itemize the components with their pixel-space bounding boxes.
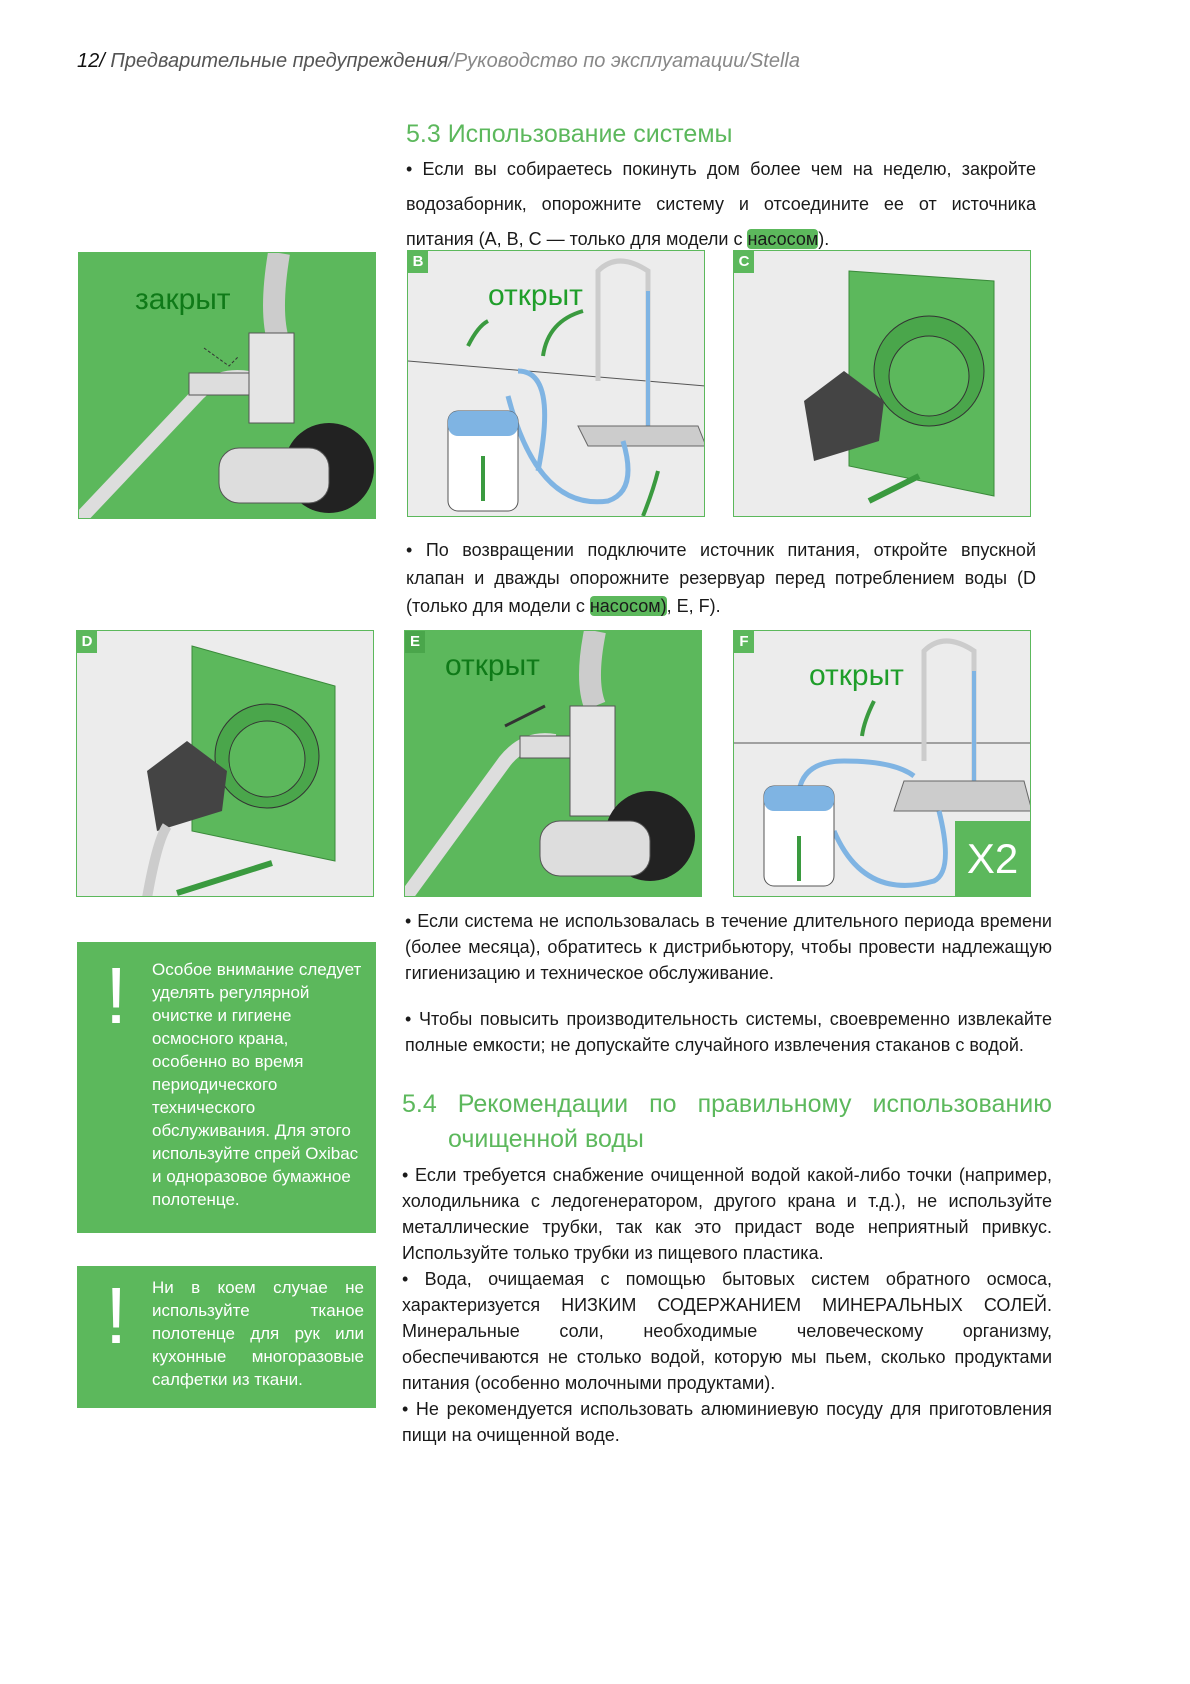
paragraph-metal-tubes: • Если требуется снабжение очищенной вод… — [402, 1165, 1052, 1263]
socket-plugin-illustration — [142, 645, 336, 896]
paragraph-bullet-3: • Если система не использовалась в течен… — [405, 911, 1052, 983]
paragraph-bullet-4: • Чтобы повысить производительность сист… — [405, 1009, 1052, 1055]
repeat-twice-badge: X2 — [955, 821, 1030, 896]
badge-c: C — [734, 251, 754, 273]
section-title-5-4: 5.4 Рекомендации по правильному использо… — [402, 1090, 1052, 1118]
socket-unplug-illustration — [804, 270, 995, 504]
valve-illustration — [79, 253, 374, 518]
paragraph-aluminium: • Не рекомендуется использовать алюминие… — [402, 1399, 1052, 1445]
faucet-sink-illustration — [734, 638, 1030, 888]
faucet-sink-illustration — [408, 258, 704, 516]
section-title-5-4-cont: очищенной воды — [448, 1125, 644, 1153]
figure-e-valve-open: E открыт — [404, 630, 702, 897]
valve-illustration — [405, 631, 695, 896]
paragraph-bullet-1: • Если вы собираетесь покинуть дом более… — [406, 159, 1036, 249]
paragraph-bullet-2: • По возвращении подключите источник пит… — [406, 540, 1036, 616]
figure-b-faucet-open: B открыт — [407, 250, 705, 517]
paragraph-minerals: • Вода, очищаемая с помощью бытовых сист… — [402, 1269, 1052, 1393]
figure-a-valve-closed: закрыт — [78, 252, 376, 519]
warning-note-towels: ! Ни в коем случае не используйте тканое… — [77, 1266, 376, 1408]
note-text: Особое внимание следует уделять регулярн… — [152, 960, 362, 1209]
header-section: Предварительные предупреждения — [110, 50, 449, 72]
header-path: /Руководство по эксплуатации/Stella — [448, 50, 800, 72]
figure-f-drain-twice: F открыт X2 — [733, 630, 1031, 897]
exclamation-icon: ! — [105, 951, 128, 1040]
label-closed: закрыт — [135, 283, 231, 316]
badge-b: B — [408, 251, 428, 273]
section-5-4-body: • Если требуется снабжение очищенной вод… — [402, 1162, 1052, 1448]
warning-note-hygiene: ! Особое внимание следует уделять регуля… — [77, 942, 376, 1233]
figure-d-plug-in: D — [76, 630, 374, 897]
page-number: 12 — [77, 50, 100, 72]
badge-d: D — [77, 631, 97, 653]
label-open: открыт — [488, 279, 583, 312]
label-open: открыт — [809, 659, 904, 692]
badge-f: F — [734, 631, 754, 653]
label-open: открыт — [445, 649, 540, 682]
exclamation-icon: ! — [105, 1271, 128, 1360]
figure-c-unplug: C — [733, 250, 1031, 517]
running-header: 12/ Предварительные предупреждения/Руков… — [77, 50, 800, 72]
section-title-5-3: 5.3 Использование системы — [406, 120, 733, 148]
badge-e: E — [405, 631, 425, 653]
note-text: Ни в коем случае не используйте тканое п… — [152, 1278, 364, 1389]
